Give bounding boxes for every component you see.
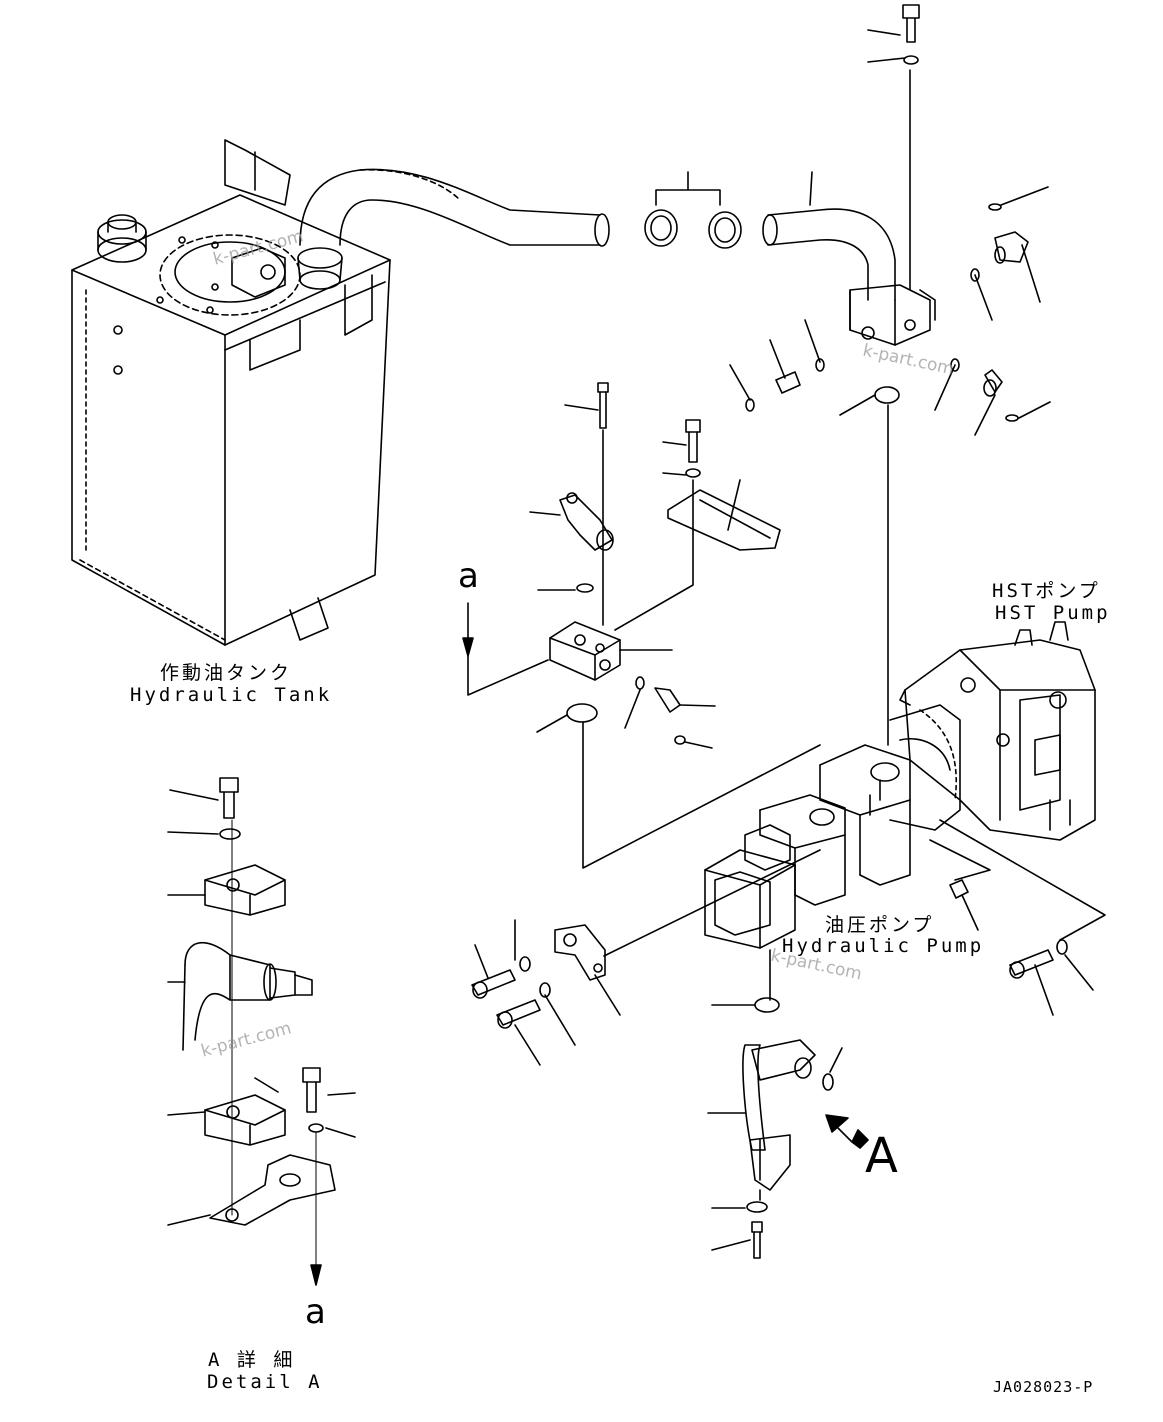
hydraulic-tank-label-en: Hydraulic Tank bbox=[130, 684, 333, 706]
detail-a-label-jp: A 詳 細 bbox=[208, 1349, 296, 1371]
hydraulic-pump-label-jp: 油圧ポンプ bbox=[825, 914, 935, 936]
hydraulic-tank bbox=[71, 139, 391, 646]
pump-assembly bbox=[704, 621, 1106, 1001]
suction-pipe-assembly bbox=[729, 29, 1051, 746]
reference-label-upper: a bbox=[458, 556, 479, 596]
reference-label-lower: a bbox=[305, 1292, 326, 1332]
hydraulic-pump-label-en: Hydraulic Pump bbox=[782, 935, 985, 957]
center-valve-block bbox=[467, 382, 821, 957]
view-a-marker: A bbox=[865, 1128, 898, 1184]
detail-a-label-en: Detail A bbox=[207, 1371, 323, 1393]
hydraulic-tank-label-jp: 作動油タンク bbox=[160, 662, 293, 684]
top-bolt bbox=[902, 4, 920, 65]
suction-hose bbox=[297, 168, 610, 290]
drawing-code: JA028023-P bbox=[993, 1378, 1094, 1396]
hst-pump-label-en: HST Pump bbox=[995, 602, 1111, 624]
hst-pump-label-jp: HSTポンプ bbox=[992, 580, 1101, 602]
reference-arrow-upper bbox=[462, 602, 474, 657]
pump-mount-hardware bbox=[471, 919, 1094, 1066]
hose-clamps bbox=[644, 171, 742, 249]
detail-a-drawing bbox=[167, 777, 356, 1286]
lower-pipe-assembly bbox=[707, 997, 869, 1259]
